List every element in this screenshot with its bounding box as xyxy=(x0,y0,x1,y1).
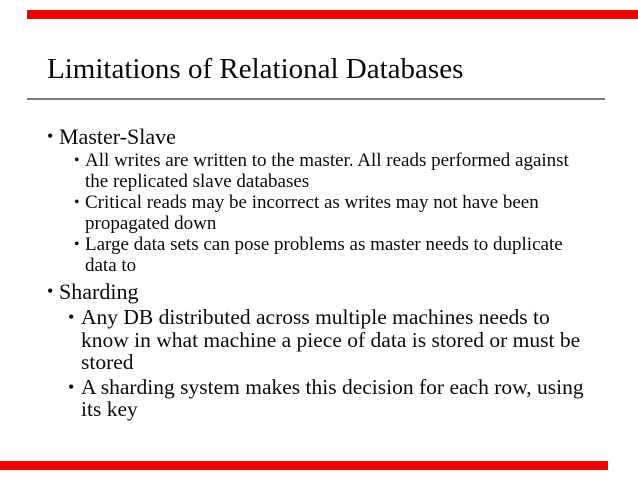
bullet-text-line: data to xyxy=(85,254,137,276)
bullet-text-line: know in what machine a piece of data is … xyxy=(81,327,581,352)
bullet-label: Sharding xyxy=(59,279,139,304)
bullet-text-line: stored xyxy=(81,350,134,374)
bullet-item: • All writes are written to the master. … xyxy=(74,150,633,192)
bullet-text: Critical reads may be incorrect as write… xyxy=(85,192,633,234)
bullet-master-slave: • Master-Slave xyxy=(47,124,633,149)
bullet-sharding: • Sharding xyxy=(47,279,633,304)
bullet-marker: • xyxy=(47,281,54,301)
bullet-text: All writes are written to the master. Al… xyxy=(85,150,633,192)
bullet-item: • Critical reads may be incorrect as wri… xyxy=(74,192,633,234)
top-accent-bar xyxy=(27,10,638,19)
bullet-text-line: its key xyxy=(81,397,138,421)
bullet-marker: • xyxy=(74,152,80,169)
bullet-marker: • xyxy=(74,194,80,211)
bullet-text-line: Large data sets can pose problems as mas… xyxy=(85,234,563,255)
bullet-item: • Large data sets can pose problems as m… xyxy=(74,234,633,276)
bullet-text-line: A sharding system makes this decision fo… xyxy=(81,374,584,399)
bullet-text: Any DB distributed across multiple machi… xyxy=(81,306,633,374)
bullet-text-line: propagated down xyxy=(85,212,217,234)
bullet-item: • Any DB distributed across multiple mac… xyxy=(68,306,633,374)
title-underline xyxy=(27,98,605,100)
slide-body: • Master-Slave • All writes are written … xyxy=(47,124,633,421)
bullet-text-line: Any DB distributed across multiple machi… xyxy=(81,305,550,329)
bullet-text: Large data sets can pose problems as mas… xyxy=(85,234,633,276)
bullet-marker: • xyxy=(74,236,80,253)
bullet-text-line: Critical reads may be incorrect as write… xyxy=(85,192,539,213)
bullet-item: • A sharding system makes this decision … xyxy=(68,374,633,421)
bullet-label: Master-Slave xyxy=(59,124,176,149)
bullet-marker: • xyxy=(68,307,75,327)
slide-title: Limitations of Relational Databases xyxy=(47,53,464,85)
bullet-marker: • xyxy=(68,376,75,397)
bullet-text-line: All writes are written to the master. Al… xyxy=(85,150,569,171)
bullet-text: A sharding system makes this decision fo… xyxy=(81,374,633,421)
bottom-accent-bar xyxy=(0,461,608,470)
bullet-marker: • xyxy=(47,126,54,146)
bullet-text-line: the replicated slave databases xyxy=(85,170,310,192)
